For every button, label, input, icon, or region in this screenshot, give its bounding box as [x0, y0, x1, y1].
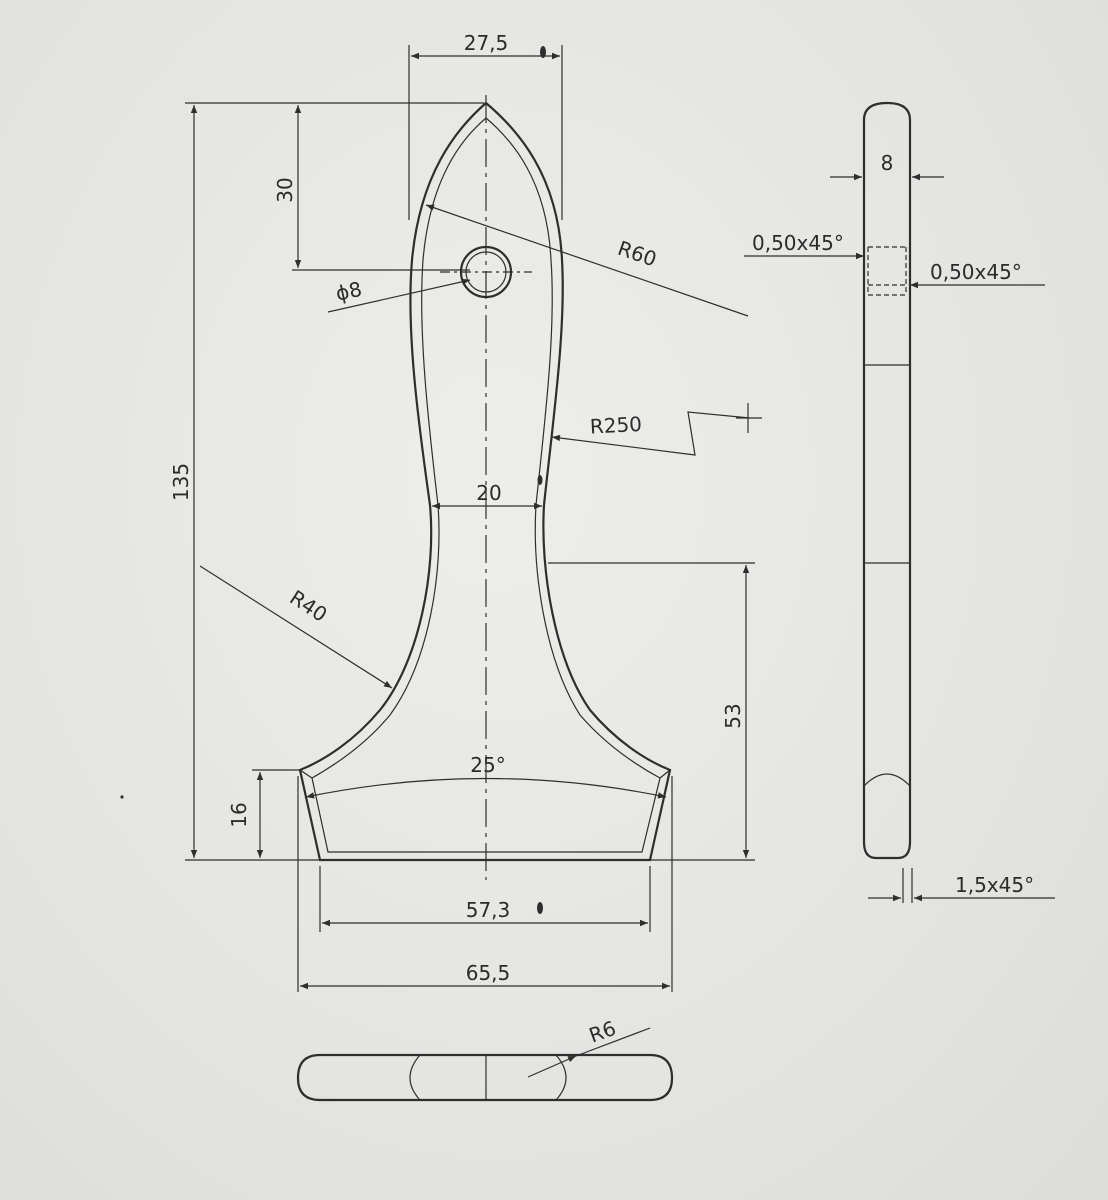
- bevel-corner-right: [659, 769, 671, 779]
- bevel-corner-left: [299, 769, 313, 779]
- dim-shank-radius: R250: [589, 412, 642, 439]
- dim-side-thickness: 8: [881, 151, 894, 175]
- dim-outer-width: 65,5: [466, 961, 511, 985]
- dim-lower-height: 53: [721, 703, 745, 728]
- dim-neck-width: 20: [476, 481, 501, 505]
- dim-bottom-chamfer: 1,5x45°: [955, 873, 1034, 897]
- dim-chamfer-right: 0,50x45°: [930, 260, 1022, 284]
- blade-bottom-view: R6: [296, 1016, 674, 1102]
- blade-side-view: 8 0,50x45° 0,50x45° 1,5x45°: [744, 101, 1055, 903]
- dim-top-width: 27,5: [464, 31, 509, 55]
- dim-hole-diameter: ϕ8: [334, 277, 364, 306]
- dim-tip-radius: R60: [615, 236, 660, 272]
- dim-flare-radius: R40: [286, 585, 332, 627]
- bottom-view-outline: [296, 1053, 674, 1102]
- dim-chamfer-left: 0,50x45°: [752, 231, 844, 255]
- ink-dot: [120, 795, 124, 799]
- ink-mark: [537, 902, 543, 914]
- side-view-outline: [862, 101, 912, 860]
- blade-front-view: [298, 95, 672, 880]
- front-view-dimensions: 27,5 135 30 ϕ8 R60 R250 20 R40 53: [169, 31, 762, 992]
- dim-inner-width: 57,3: [466, 898, 511, 922]
- dim-end-radius: R6: [586, 1016, 619, 1048]
- ink-mark: [537, 475, 543, 485]
- dim-overall-height: 135: [169, 463, 193, 501]
- ink-mark: [540, 46, 546, 58]
- dim-edge-height: 16: [227, 802, 251, 827]
- blade-outer-contour: [298, 101, 672, 862]
- dim-tip-to-hole: 30: [273, 177, 297, 202]
- dim-bevel-angle: 25°: [470, 753, 505, 777]
- blade-inner-contour: [311, 117, 661, 853]
